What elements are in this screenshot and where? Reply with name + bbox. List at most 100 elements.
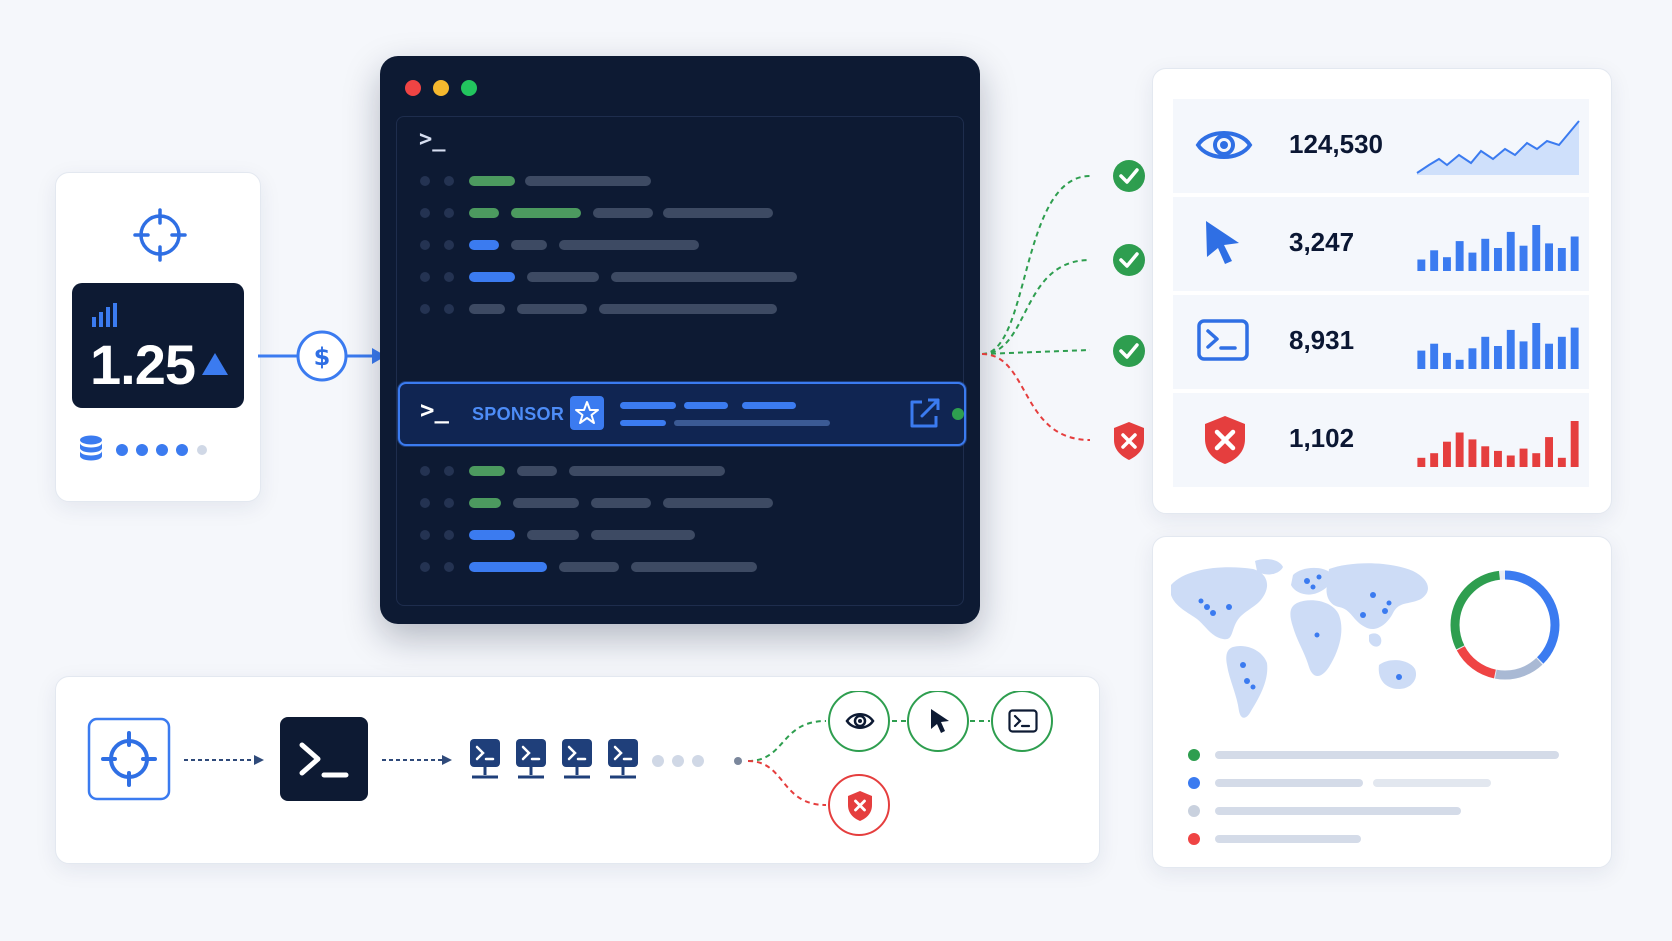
status-connectors [981,175,1091,441]
check-icon [1112,334,1146,368]
window-controls[interactable] [404,78,484,98]
crosshair-icon[interactable] [87,717,171,801]
flow-ellipsis [652,755,742,767]
metric-value: 124,530 [1289,129,1383,159]
metric-value: 3,247 [1289,227,1355,257]
metric-bar [1494,248,1502,271]
check-icon [1112,243,1146,277]
shield-x-icon[interactable] [846,790,874,822]
cursor-icon [1203,219,1243,267]
eye-icon[interactable] [845,709,875,733]
metric-bar [1506,455,1515,467]
sponsor-label: SPONSOR [472,404,565,424]
metric-bar [1557,336,1566,369]
metric-bar [1519,448,1528,467]
metric-bar [1468,348,1477,369]
map-legend [1188,749,1559,845]
terminal-nodes [470,739,638,779]
donut-chart-icon [1447,567,1563,683]
cursor-icon[interactable] [928,707,952,735]
bid-display: 1.25 [72,283,244,408]
metric-bar [1519,245,1528,271]
metric-bar [1443,257,1451,271]
metric-bar [1430,250,1439,271]
metric-bar [1557,457,1566,467]
metric-bar [1519,341,1528,369]
bar-chart-icon [92,303,122,327]
flow-branches [747,691,1053,836]
shield-x-icon [1203,415,1247,465]
metric-bar [1417,457,1426,467]
metric-bar [1430,453,1439,467]
metric-bar [1545,437,1553,467]
metric-bar [1417,350,1426,369]
database-icon [78,435,104,465]
sponsor-row[interactable]: >_ SPONSOR [398,382,966,446]
metric-row-clicks[interactable]: 3,247 [1173,197,1589,291]
metric-bar-chart [1417,225,1579,271]
metric-bar [1494,450,1502,467]
flow-arrow [382,755,452,765]
bid-connector [258,330,386,382]
terminal-prompt: >_ [419,127,446,152]
sponsor-text-lines [620,402,830,426]
geo-card [1152,536,1612,868]
metric-bar [1455,432,1464,467]
terminal-icon[interactable] [280,717,368,801]
bid-value: 1.25 [90,333,196,396]
sponsor-prompt: >_ [420,396,449,424]
terminal-icon[interactable] [1008,709,1038,733]
metric-bar [1557,248,1566,271]
terminal-icon [562,739,592,779]
metric-bar [1468,439,1477,467]
metric-bar [1494,346,1502,369]
metric-bar [1481,446,1490,467]
metric-bar [1570,421,1579,467]
metric-bar [1417,259,1426,271]
bid-card: 1.25 [55,172,261,502]
metric-bar [1455,359,1464,369]
up-triangle-icon [202,353,228,375]
metric-bar [1532,225,1541,271]
connector-node [952,408,964,420]
metric-bar [1545,343,1553,369]
metric-bar-chart [1417,323,1579,369]
svg-text:$: $ [314,343,331,371]
check-icon [1112,159,1146,193]
metric-row-blocked[interactable]: 1,102 [1173,393,1589,487]
shield-x-icon [1112,421,1146,461]
crosshair-icon [132,207,188,263]
terminal-window: >_ [380,56,980,624]
metric-bar [1455,241,1464,271]
metric-bar [1443,441,1451,467]
star-icon[interactable] [570,396,604,430]
metric-bar [1570,327,1579,369]
metric-bar-chart [1417,421,1579,467]
world-map-icon [1167,555,1437,735]
metric-bar [1481,336,1490,369]
metric-bar [1545,243,1553,271]
terminal-icon [470,739,500,779]
metric-bar [1506,231,1515,271]
dollar-icon: $ [306,340,338,372]
metrics-card: 124,530 3,247 8,931 1,102 [1152,68,1612,514]
metric-row-executions[interactable]: 8,931 [1173,295,1589,389]
views-area-chart [1416,120,1580,175]
metric-bar [1506,329,1515,369]
terminal-icon [608,739,638,779]
metric-row-views[interactable]: 124,530 [1173,99,1589,193]
terminal-icon [516,739,546,779]
progress-dots [116,443,216,457]
metric-value: 8,931 [1289,325,1355,355]
external-link-icon[interactable] [908,398,942,430]
metric-bar [1532,453,1541,467]
terminal-content: >_ [396,116,964,606]
metric-bar [1532,323,1541,369]
metric-bar [1430,343,1439,369]
metric-bar [1570,236,1579,271]
eye-icon [1195,123,1253,167]
metric-value: 1,102 [1289,423,1355,453]
terminal-icon [1197,319,1249,361]
metric-bar [1468,252,1477,271]
flow-card [55,676,1100,864]
